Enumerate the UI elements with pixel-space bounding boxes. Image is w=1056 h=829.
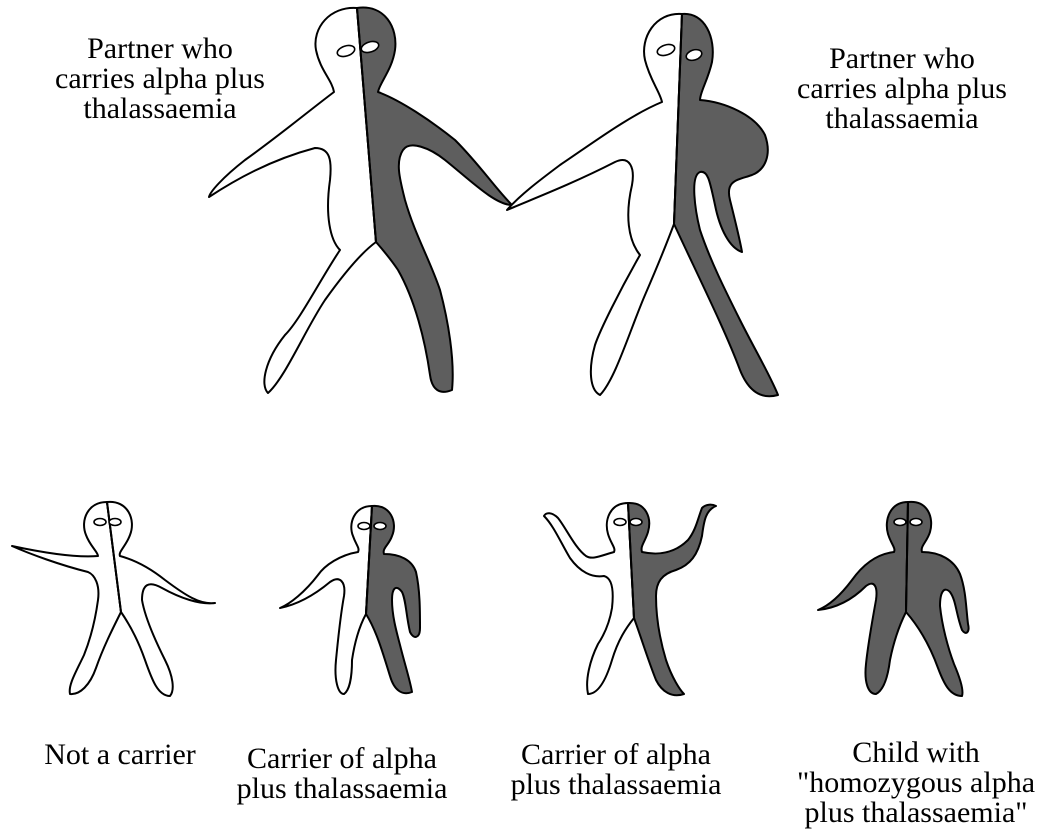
parent-left-dark-half xyxy=(357,8,512,392)
parent-left-label: Partner who carries alpha plus thalassae… xyxy=(40,34,280,124)
child-4-label: Child with "homozygous alpha plus thalas… xyxy=(780,738,1052,828)
child-figure-4 xyxy=(818,502,969,696)
parent-figure-right xyxy=(507,14,778,396)
child-figure-2 xyxy=(280,506,420,694)
child-1-right-half xyxy=(107,502,215,696)
parent-right-white-half xyxy=(507,14,682,395)
eye-icon xyxy=(894,519,906,526)
eye-icon xyxy=(109,519,121,526)
eye-icon xyxy=(630,519,642,526)
child-2-right-half xyxy=(366,506,420,693)
child-1-label: Not a carrier xyxy=(20,740,220,770)
child-3-left-half xyxy=(544,503,634,694)
child-4-right-half xyxy=(906,502,969,696)
eye-icon xyxy=(374,523,386,530)
child-3-label: Carrier of alpha plus thalassaemia xyxy=(496,740,736,800)
child-figure-1 xyxy=(12,502,215,696)
child-figure-3 xyxy=(544,503,716,695)
parent-right-dark-half xyxy=(674,14,778,396)
eye-icon xyxy=(94,519,106,526)
child-1-left-half xyxy=(12,502,121,694)
eye-icon xyxy=(614,519,626,526)
child-2-left-half xyxy=(280,506,372,694)
eye-icon xyxy=(358,523,370,530)
child-3-right-half xyxy=(628,503,716,695)
eye-icon xyxy=(910,519,922,526)
parent-right-label: Partner who carries alpha plus thalassae… xyxy=(780,44,1024,134)
child-4-left-half xyxy=(818,502,908,694)
child-2-label: Carrier of alpha plus thalassaemia xyxy=(222,744,462,804)
